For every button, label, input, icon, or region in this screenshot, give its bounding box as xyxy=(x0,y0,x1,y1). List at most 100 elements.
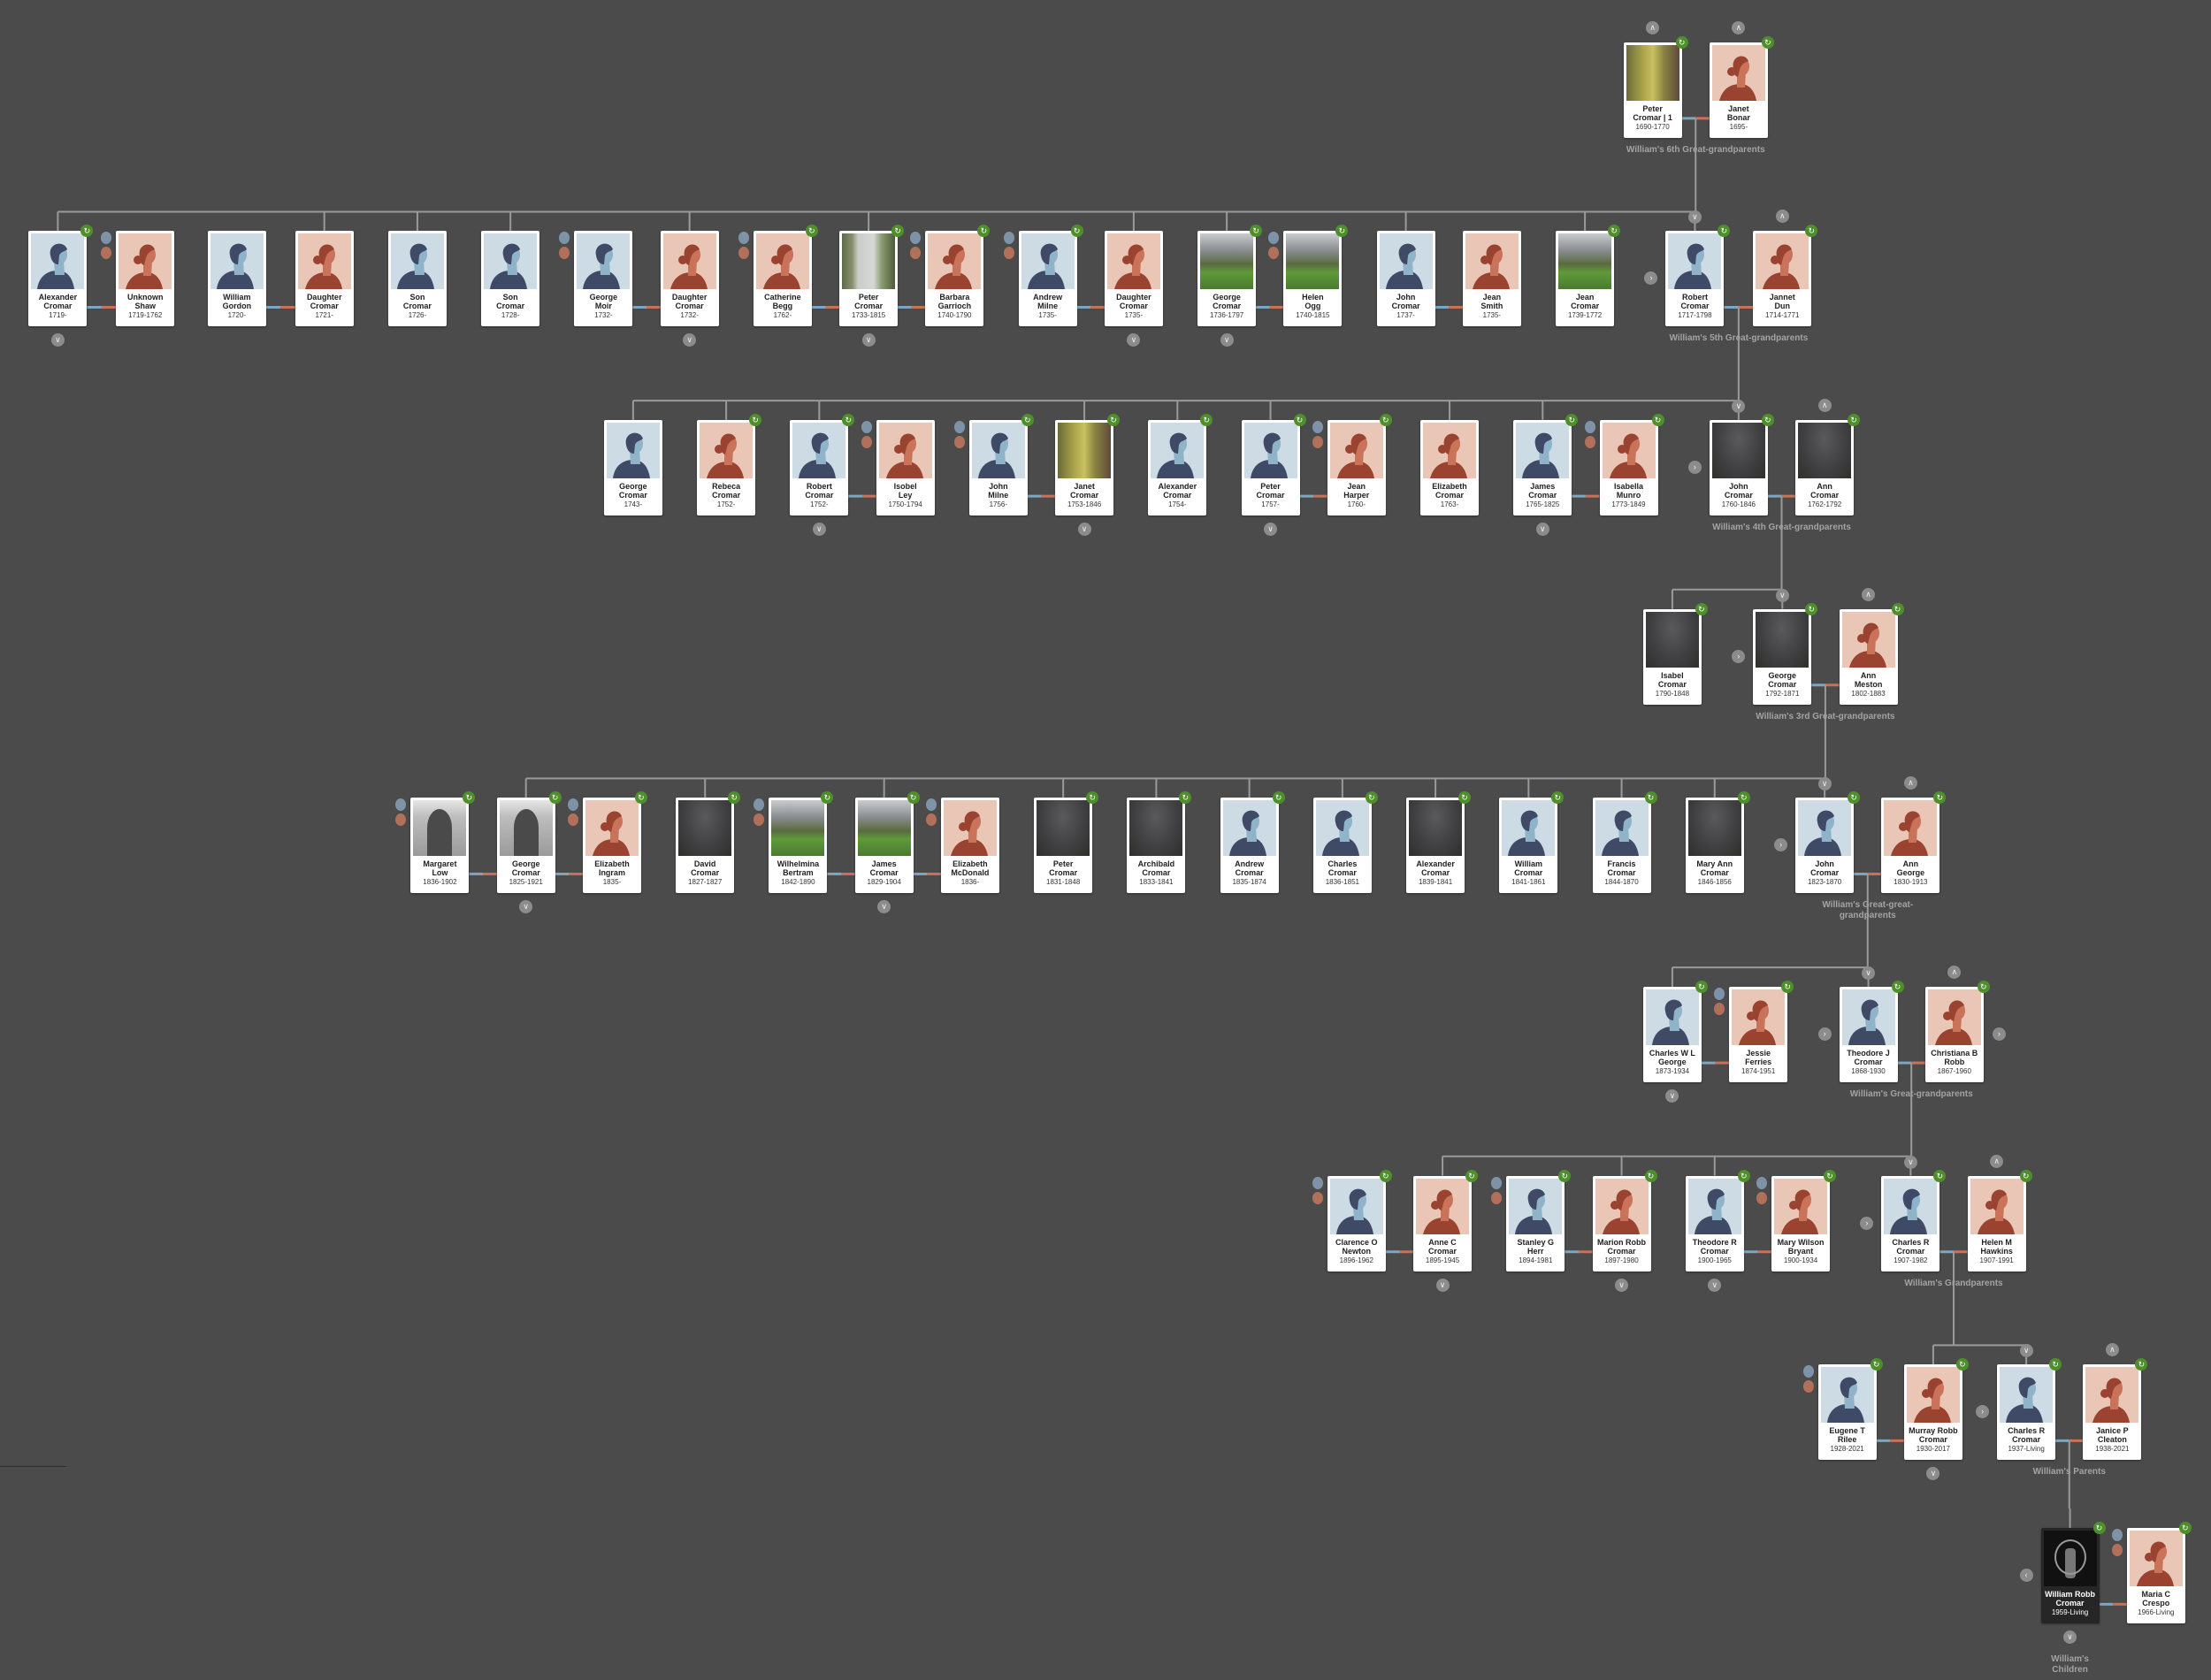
leaf-hint-icon[interactable]: ↻ xyxy=(2092,1522,2106,1535)
chevron-down-icon[interactable]: ∨ xyxy=(1817,777,1832,791)
chevron-down-icon[interactable]: ∨ xyxy=(1903,1155,1917,1169)
leaf-hint-icon[interactable]: ↻ xyxy=(821,791,834,805)
switch-spouse-icon[interactable] xyxy=(1584,421,1595,449)
leaf-hint-icon[interactable]: ↻ xyxy=(2049,1358,2062,1371)
leaf-hint-icon[interactable]: ↻ xyxy=(1086,791,1099,805)
chevron-right-icon[interactable]: › xyxy=(1976,1405,1990,1419)
chevron-up-icon[interactable]: ∧ xyxy=(2105,1343,2119,1357)
leaf-hint-icon[interactable]: ↻ xyxy=(548,791,562,805)
switch-spouse-icon[interactable] xyxy=(925,798,937,827)
leaf-hint-icon[interactable]: ↻ xyxy=(1977,981,1990,994)
leaf-hint-icon[interactable]: ↻ xyxy=(1365,791,1378,805)
leaf-hint-icon[interactable]: ↻ xyxy=(80,225,94,238)
chevron-down-icon[interactable]: ∨ xyxy=(1220,333,1234,347)
leaf-hint-icon[interactable]: ↻ xyxy=(1848,414,1861,427)
chevron-right-icon[interactable]: › xyxy=(1732,649,1746,663)
chevron-down-icon[interactable]: ∨ xyxy=(683,333,697,347)
chevron-up-icon[interactable]: ∧ xyxy=(1775,210,1789,224)
leaf-hint-icon[interactable]: ↻ xyxy=(728,791,741,805)
leaf-hint-icon[interactable]: ↻ xyxy=(1737,1169,1750,1182)
leaf-hint-icon[interactable]: ↻ xyxy=(805,225,818,238)
switch-spouse-icon[interactable] xyxy=(1491,1176,1503,1205)
chevron-down-icon[interactable]: ∨ xyxy=(1775,588,1789,602)
leaf-hint-icon[interactable]: ↻ xyxy=(1781,981,1794,994)
leaf-hint-icon[interactable]: ↻ xyxy=(1551,791,1565,805)
chevron-up-icon[interactable]: ∧ xyxy=(1646,20,1660,34)
leaf-hint-icon[interactable]: ↻ xyxy=(1458,791,1472,805)
leaf-hint-icon[interactable]: ↻ xyxy=(1335,225,1349,238)
leaf-hint-icon[interactable]: ↻ xyxy=(1651,414,1664,427)
leaf-hint-icon[interactable]: ↻ xyxy=(1695,981,1708,994)
chevron-down-icon[interactable]: ∨ xyxy=(1708,1278,1722,1292)
leaf-hint-icon[interactable]: ↻ xyxy=(1250,225,1263,238)
leaf-hint-icon[interactable]: ↻ xyxy=(1718,225,1731,238)
chevron-right-icon[interactable]: › xyxy=(1687,461,1702,475)
leaf-hint-icon[interactable]: ↻ xyxy=(1293,414,1306,427)
switch-spouse-icon[interactable] xyxy=(754,798,765,827)
chevron-up-icon[interactable]: ∧ xyxy=(1903,776,1917,790)
leaf-hint-icon[interactable]: ↻ xyxy=(1848,791,1861,805)
chevron-down-icon[interactable]: ∨ xyxy=(812,523,826,537)
switch-spouse-icon[interactable] xyxy=(1268,232,1280,260)
chevron-down-icon[interactable]: ∨ xyxy=(1687,210,1702,225)
switch-spouse-icon[interactable] xyxy=(910,232,922,260)
chevron-right-icon[interactable]: › xyxy=(1644,271,1658,286)
leaf-hint-icon[interactable]: ↻ xyxy=(891,225,905,238)
leaf-hint-icon[interactable]: ↻ xyxy=(2135,1358,2148,1371)
chevron-up-icon[interactable]: ∧ xyxy=(1817,399,1832,413)
leaf-hint-icon[interactable]: ↻ xyxy=(1695,602,1708,615)
leaf-hint-icon[interactable]: ↻ xyxy=(1933,1169,1947,1182)
chevron-down-icon[interactable]: ∨ xyxy=(2019,1344,2033,1358)
chevron-down-icon[interactable]: ∨ xyxy=(877,900,891,914)
chevron-right-icon[interactable]: › xyxy=(1817,1027,1832,1042)
leaf-hint-icon[interactable]: ↻ xyxy=(1021,414,1034,427)
leaf-hint-icon[interactable]: ↻ xyxy=(1955,1358,1969,1371)
chevron-down-icon[interactable]: ∨ xyxy=(1264,523,1278,537)
leaf-hint-icon[interactable]: ↻ xyxy=(1179,791,1192,805)
leaf-hint-icon[interactable]: ↻ xyxy=(1107,414,1121,427)
chevron-down-icon[interactable]: ∨ xyxy=(2063,1630,2077,1645)
leaf-hint-icon[interactable]: ↻ xyxy=(1558,1169,1572,1182)
chevron-up-icon[interactable]: ∧ xyxy=(1732,20,1746,34)
leaf-hint-icon[interactable]: ↻ xyxy=(1379,1169,1392,1182)
leaf-hint-icon[interactable]: ↻ xyxy=(1891,981,1904,994)
switch-spouse-icon[interactable] xyxy=(559,232,570,260)
leaf-hint-icon[interactable]: ↻ xyxy=(1200,414,1213,427)
